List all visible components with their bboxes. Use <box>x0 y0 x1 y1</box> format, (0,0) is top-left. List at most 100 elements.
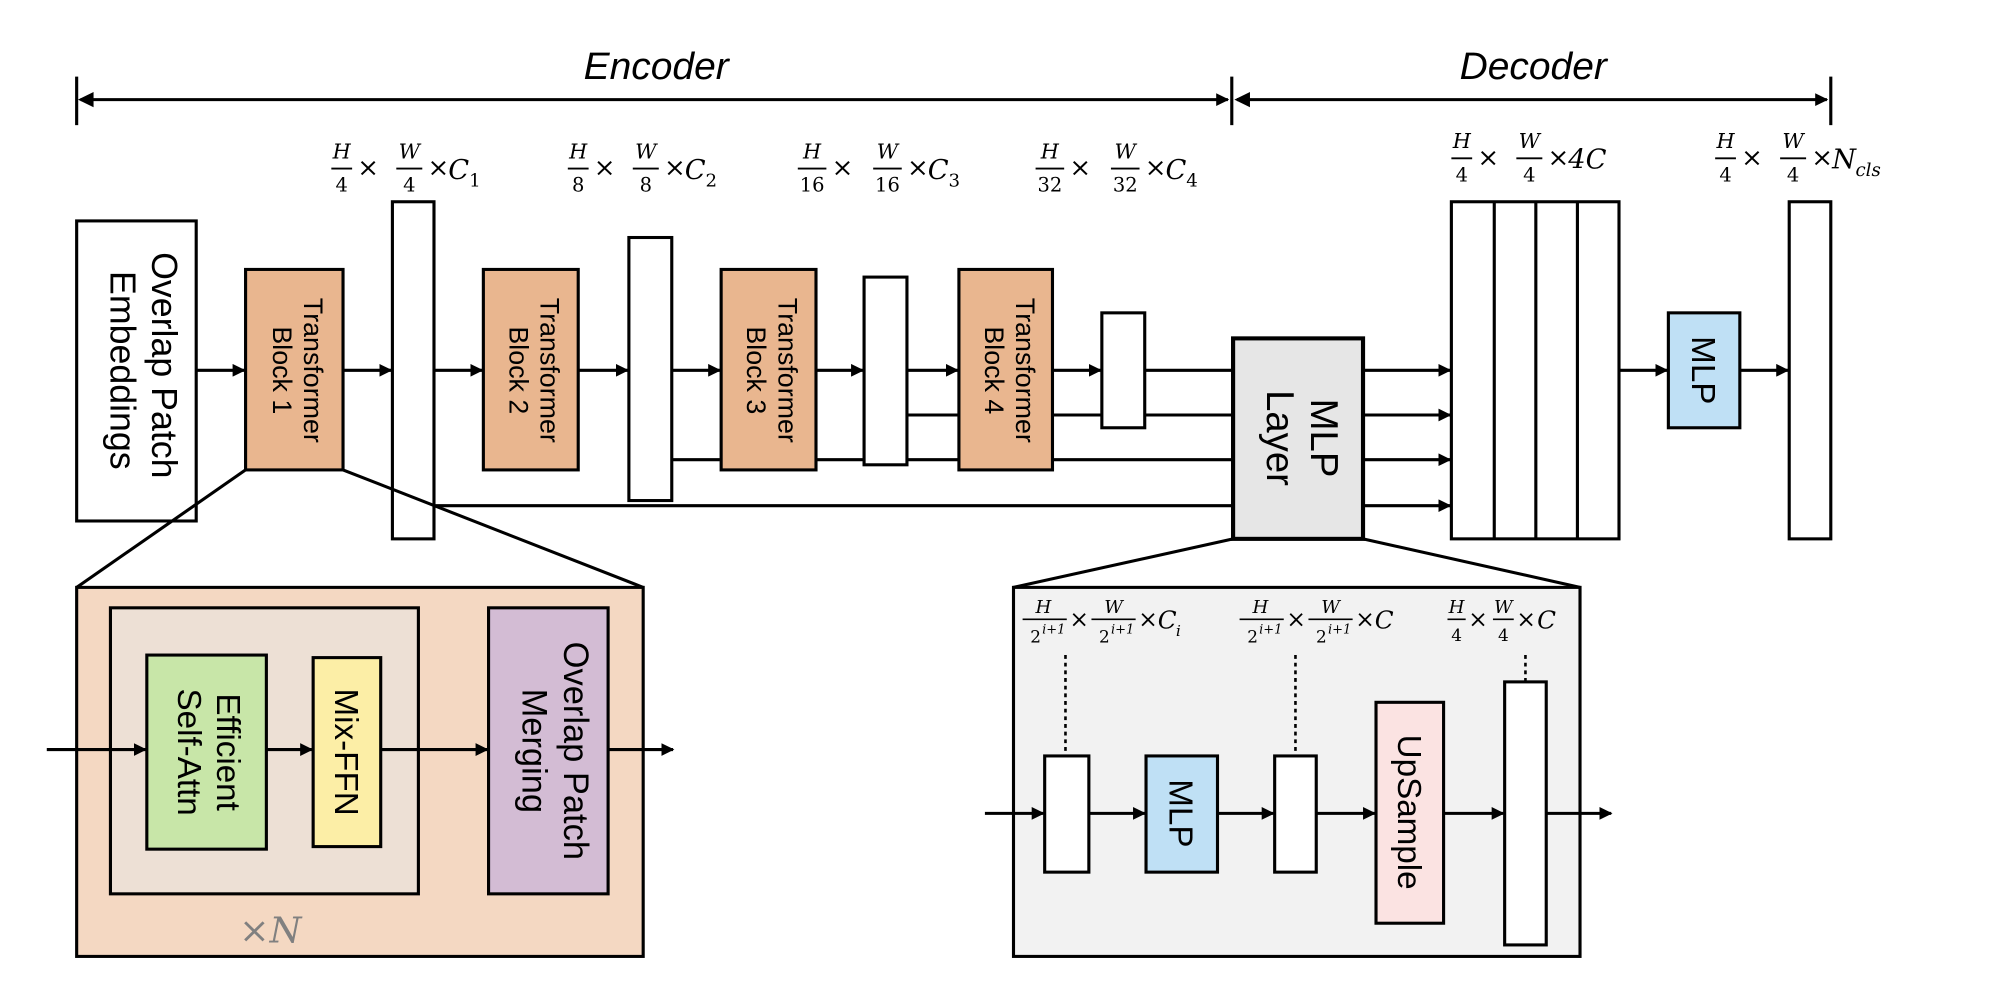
svg-text:H: H <box>1034 597 1051 618</box>
svg-text:EfficientSelf-Attn: EfficientSelf-Attn <box>170 688 246 815</box>
transformer-block-2: TransformerBlock 2 <box>481 267 580 472</box>
svg-text:H: H <box>332 140 352 164</box>
svg-text:H: H <box>1452 129 1472 153</box>
svg-text:TransformerBlock 2: TransformerBlock 2 <box>503 298 564 443</box>
feature-map-stage3 <box>862 275 909 467</box>
svg-text:Overlap PatchMerging: Overlap PatchMerging <box>514 642 594 860</box>
feature-map-stage2 <box>627 235 674 503</box>
svg-text:MLPLayer: MLPLayer <box>1258 390 1346 486</box>
svg-text:4: 4 <box>1498 625 1509 645</box>
mlp-head-block: MLP <box>1666 311 1742 430</box>
svg-text:H: H <box>1251 597 1268 618</box>
svg-text:×: × <box>1548 143 1570 173</box>
svg-text:W: W <box>1519 129 1542 153</box>
decoder-title: Decoder <box>1460 45 1609 88</box>
svg-text:i+1: i+1 <box>1042 622 1065 637</box>
svg-text:×: × <box>1811 143 1833 173</box>
svg-text:W: W <box>399 140 422 164</box>
decoder-span-arrow <box>1234 76 1833 126</box>
svg-text:C: C <box>1537 605 1556 634</box>
dim-label-detail-upsample-out: H 4 × W 4 × C <box>1447 597 1556 645</box>
svg-text:×: × <box>1286 606 1306 633</box>
svg-text:W: W <box>1115 140 1138 164</box>
svg-text:×: × <box>357 153 379 183</box>
svg-text:TransformerBlock 3: TransformerBlock 3 <box>741 298 802 443</box>
detail-upsampled-feature <box>1503 680 1548 947</box>
dim-label-detail-input: H 2 i+1 × W 2 i+1 × C i <box>1022 597 1181 646</box>
svg-text:×: × <box>1468 606 1488 633</box>
svg-text:×: × <box>1516 606 1536 633</box>
svg-text:C: C <box>928 155 949 186</box>
zoom-lines <box>75 468 1581 589</box>
overlap-patch-merging-block: Overlap PatchMerging <box>486 606 610 896</box>
detail-mlp-block: MLP <box>1144 754 1220 874</box>
svg-text:C: C <box>685 155 706 186</box>
svg-text:×: × <box>427 153 449 183</box>
svg-text:1: 1 <box>469 171 481 192</box>
encoder-title: Encoder <box>584 45 731 88</box>
svg-text:4: 4 <box>1186 171 1198 192</box>
svg-text:2: 2 <box>706 171 718 192</box>
efficient-self-attn-block: EfficientSelf-Attn <box>145 653 268 851</box>
svg-text:×: × <box>1355 606 1375 633</box>
transformer-block-1: TransformerBlock 1 <box>244 267 345 472</box>
overlap-patch-embeddings-block: Overlap Patch Embeddings <box>75 219 198 523</box>
svg-text:4C: 4C <box>1567 145 1607 176</box>
svg-text:Overlap Patch Embeddings: Overlap Patch Embeddings <box>102 252 185 488</box>
upsample-block: UpSample <box>1374 700 1446 925</box>
feature-map-stage1 <box>390 200 436 541</box>
svg-text:H: H <box>1448 597 1465 618</box>
svg-text:C: C <box>1158 605 1177 634</box>
svg-text:TransformerBlock 1: TransformerBlock 1 <box>267 298 328 443</box>
dim-label-decoder-output: H 4 × W 4 × N cls <box>1715 129 1881 186</box>
output-segmentation-map <box>1787 200 1833 541</box>
svg-text:2: 2 <box>1099 626 1110 646</box>
concat-feature-maps <box>1449 200 1621 541</box>
svg-text:4: 4 <box>1456 163 1468 186</box>
svg-text:C: C <box>1166 155 1187 186</box>
svg-text:H: H <box>568 140 588 164</box>
encoder-span-arrow <box>75 76 1234 126</box>
svg-text:W: W <box>1321 597 1341 618</box>
svg-text:H: H <box>802 140 822 164</box>
svg-text:8: 8 <box>640 174 652 197</box>
svg-text:×: × <box>1138 606 1158 633</box>
svg-text:×: × <box>1069 153 1091 183</box>
mix-ffn-block: Mix-FFN <box>311 656 383 849</box>
svg-text:cls: cls <box>1855 160 1880 181</box>
svg-text:×: × <box>1741 143 1763 173</box>
main-flow-connectors <box>196 363 1790 513</box>
dim-label-detail-mlp-out: H 2 i+1 × W 2 i+1 × C <box>1239 597 1394 646</box>
dim-label-decoder-concat: H 4 × W 4 × 4C <box>1451 129 1607 186</box>
svg-text:UpSample: UpSample <box>1390 735 1427 890</box>
transformer-block-3: TransformerBlock 3 <box>719 267 818 472</box>
detail-input-feature <box>1043 754 1091 874</box>
patch-embed-line1: Overlap Patch <box>144 252 185 478</box>
svg-text:C: C <box>448 155 469 186</box>
svg-text:4: 4 <box>1451 625 1462 645</box>
dim-label-stage1: H 4 × W 4 × C 1 <box>331 140 481 197</box>
svg-text:4: 4 <box>1719 163 1731 186</box>
svg-text:4: 4 <box>403 174 415 197</box>
svg-text:i+1: i+1 <box>1111 622 1134 637</box>
dim-label-stage4: H 32 × W 32 × C 4 <box>1035 140 1198 197</box>
patch-embed-line2: Embeddings <box>102 271 143 470</box>
svg-text:N: N <box>1831 145 1857 176</box>
feature-map-stage4 <box>1100 311 1147 430</box>
svg-text:4: 4 <box>1787 163 1799 186</box>
repeat-n-label: ×N <box>239 910 303 952</box>
svg-text:×: × <box>907 153 929 183</box>
svg-text:32: 32 <box>1113 174 1138 197</box>
svg-text:W: W <box>635 140 658 164</box>
dim-label-stage2: H 8 × W 8 × C 2 <box>567 140 718 197</box>
svg-text:H: H <box>1040 140 1060 164</box>
svg-text:4: 4 <box>1523 163 1535 186</box>
svg-text:×: × <box>1145 153 1167 183</box>
svg-text:H: H <box>1715 129 1735 153</box>
dim-label-stage3: H 16 × W 16 × C 3 <box>797 140 960 197</box>
mlp-layer-block: MLPLayer <box>1231 336 1366 541</box>
svg-text:W: W <box>877 140 900 164</box>
svg-text:i+1: i+1 <box>1259 622 1282 637</box>
svg-text:16: 16 <box>875 174 900 197</box>
